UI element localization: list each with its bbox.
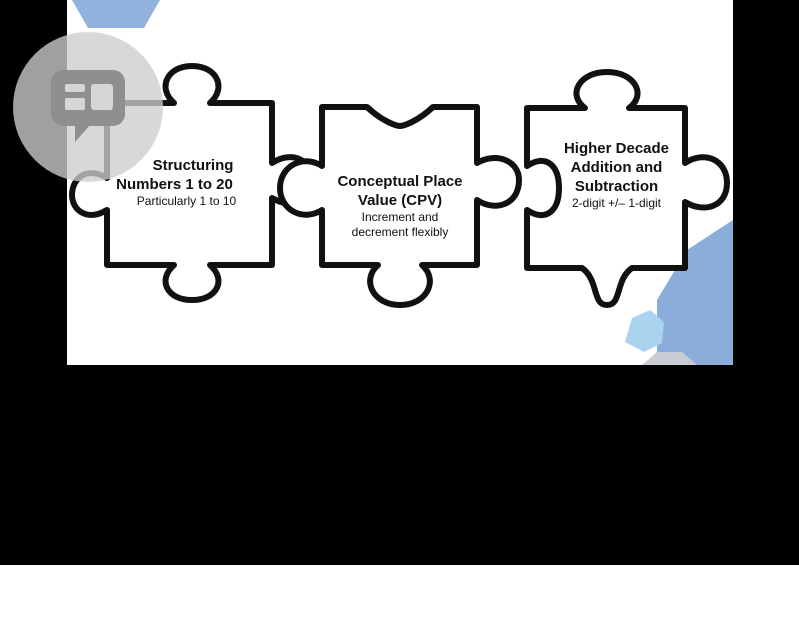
- small-hexagon: [625, 310, 664, 352]
- bottom-gray-hexagon: [642, 352, 697, 365]
- piece-3-title-line-2: Addition and: [570, 159, 663, 176]
- right-hexagon: [657, 220, 733, 365]
- floating-chat-button[interactable]: [13, 32, 163, 182]
- puzzle-piece-3: [524, 69, 730, 308]
- piece-2-subtitle-line-2: decrement flexibly: [351, 225, 449, 239]
- video-player[interactable]: Structuring Numbers 1 to 20 Particularly…: [0, 0, 799, 565]
- piece-2-title-line-1: Conceptual Place: [337, 173, 463, 190]
- piece-2-title-line-2: Value (CPV): [357, 192, 443, 209]
- slide: Structuring Numbers 1 to 20 Particularly…: [67, 0, 733, 365]
- piece-1-subtitle: Particularly 1 to 10: [136, 194, 237, 208]
- piece-3-title-line-1: Higher Decade: [563, 140, 670, 157]
- slide-graphics: [69, 0, 733, 365]
- puzzle-piece-2: [277, 104, 522, 308]
- page-background: [0, 565, 799, 625]
- piece-2-subtitle-line-1: Increment and: [361, 210, 439, 224]
- piece-2-text: Conceptual Place Value (CPV) Increment a…: [315, 172, 485, 240]
- piece-1-title-line-2: Numbers 1 to 20: [116, 176, 233, 193]
- chat-bubble-icon: [51, 70, 125, 142]
- piece-3-text: Higher Decade Addition and Subtraction 2…: [539, 139, 694, 211]
- piece-3-subtitle: 2-digit +/– 1-digit: [571, 196, 662, 210]
- piece-1-text: Structuring Numbers 1 to 20 Particularly…: [87, 156, 262, 209]
- top-hexagon: [72, 0, 160, 28]
- piece-3-title-line-3: Subtraction: [574, 178, 659, 195]
- piece-1-title-line-1: Structuring: [152, 157, 234, 174]
